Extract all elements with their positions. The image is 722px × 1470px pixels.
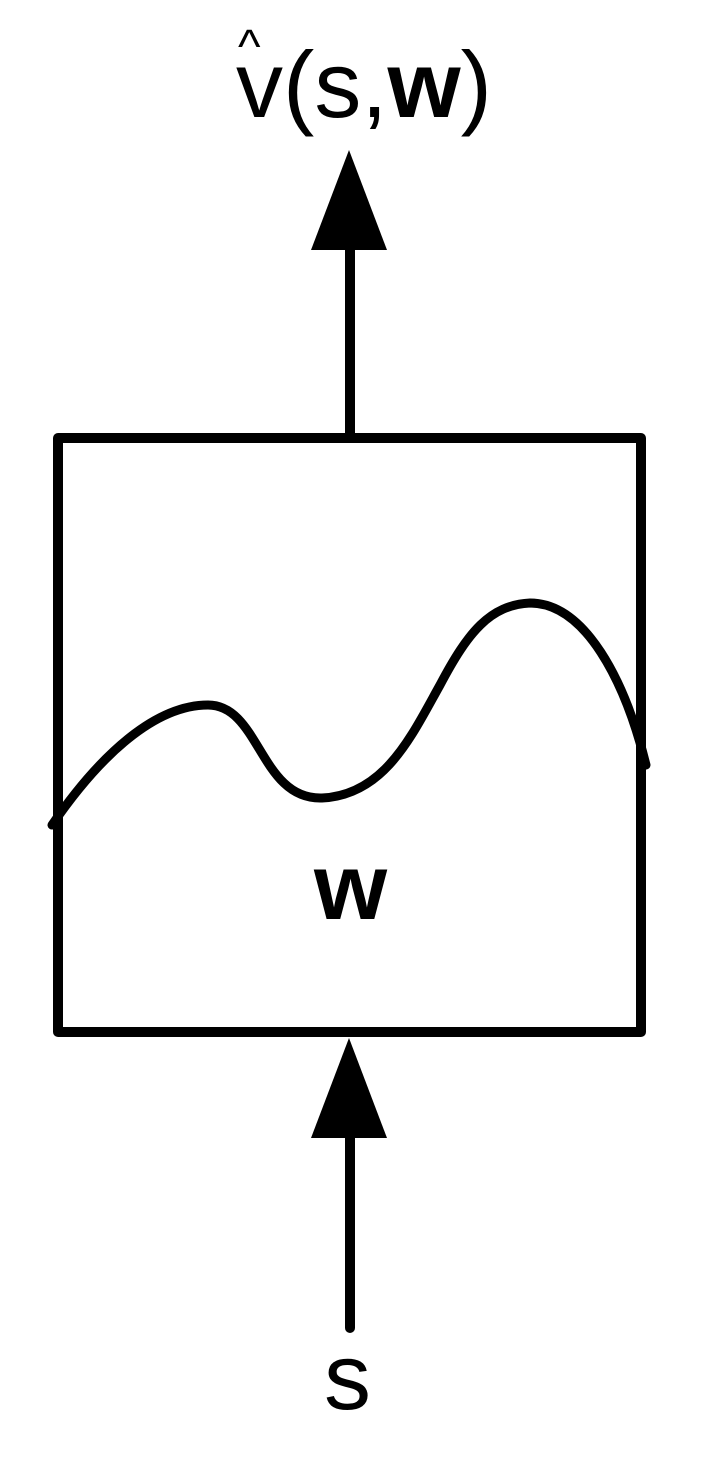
- box-weights-label: w: [314, 834, 388, 939]
- value-symbol: v: [236, 32, 283, 137]
- hat-accent: ^: [238, 21, 261, 74]
- value-estimate-symbol: ^ v: [236, 24, 283, 132]
- output-arrow-head: [311, 150, 387, 250]
- output-value-label: ^ v (s,w): [236, 24, 492, 132]
- weights-symbol: w: [387, 32, 461, 137]
- open-paren: (: [283, 32, 315, 137]
- approximator-box: [53, 433, 646, 1037]
- close-paren: ): [460, 32, 492, 137]
- function-curve: [47, 598, 651, 830]
- comma: ,: [361, 32, 388, 137]
- input-arrow-head: [311, 1038, 387, 1138]
- input-state-label: s: [324, 1324, 371, 1429]
- state-symbol: s: [314, 32, 362, 137]
